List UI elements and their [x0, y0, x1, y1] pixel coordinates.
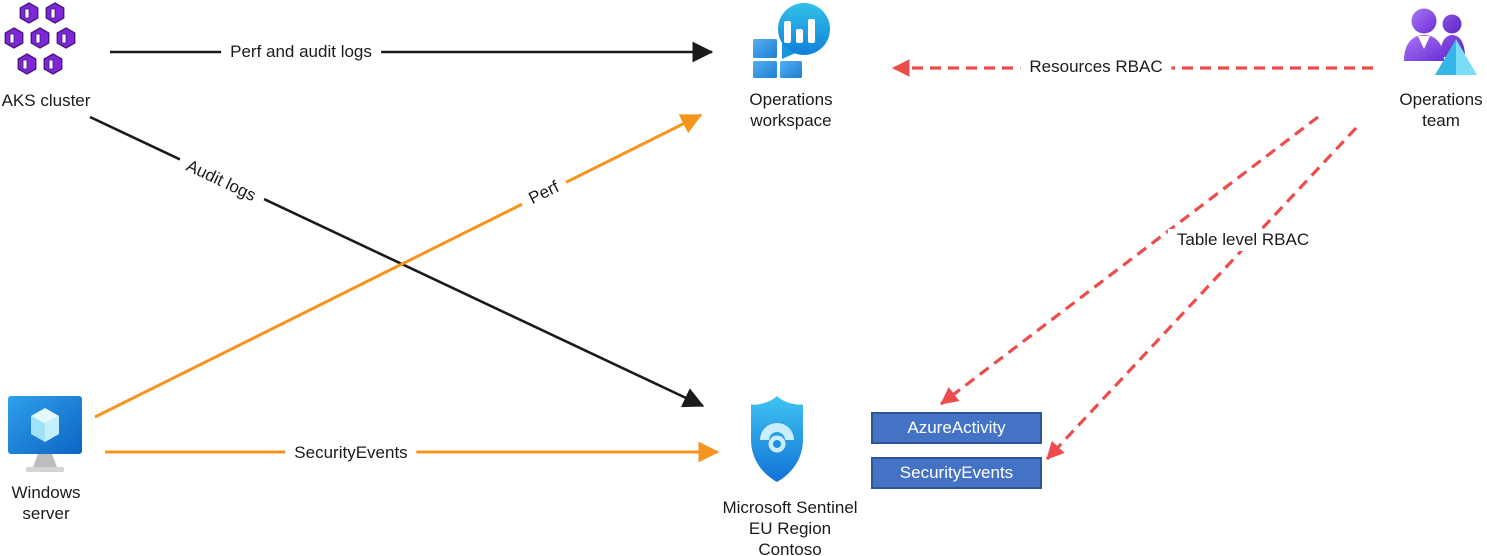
operations-workspace-label: Operations workspace [749, 90, 833, 130]
windows-server-icon [8, 396, 82, 472]
operations-team-label: Operations team [1399, 90, 1483, 130]
operations-team-icon [1404, 8, 1477, 75]
aks-cluster-label: AKS cluster [1, 91, 91, 110]
edge-table-rbac-securityevents [1045, 126, 1358, 461]
log-analytics-workspace-icon [753, 3, 830, 78]
edge-label-security-events: SecurityEvents [285, 442, 417, 464]
edge-label-audit-logs: Audit logs [174, 151, 268, 211]
edge-label-perf: Perf [517, 172, 571, 214]
sentinel-shield-icon [751, 396, 803, 482]
edge-label-table-level-rbac: Table level RBAC [1167, 229, 1319, 251]
table-azureactivity: AzureActivity [871, 412, 1042, 444]
windows-server-label: Windows server [11, 483, 81, 523]
edge-table-rbac-azureactivity [940, 115, 1319, 406]
sentinel-label: Microsoft Sentinel EU Region Contoso [722, 498, 858, 556]
edge-label-resources-rbac: Resources RBAC [1020, 56, 1172, 78]
table-securityevents: SecurityEvents [871, 457, 1042, 489]
edge-label-perf-and-audit-logs: Perf and audit logs [221, 41, 381, 63]
aks-cluster-icon [4, 2, 76, 75]
